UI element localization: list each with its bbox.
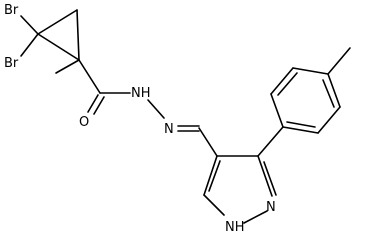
atom-amide-nh: NH [131, 86, 151, 101]
ch-ring-bond [198, 127, 218, 157]
atom-imine-n: N [164, 122, 174, 137]
br-upper-bond [20, 15, 39, 35]
nh-n-bond [147, 99, 165, 119]
pyrazole-ring [203, 155, 277, 224]
atom-br-upper: Br [4, 3, 19, 18]
atom-br-lower: Br [4, 56, 19, 71]
carbonyl-double-bond [87, 94, 105, 115]
atom-ring-nh: NH [225, 220, 245, 235]
atom-carbonyl-o: O [79, 115, 89, 130]
tolyl-ring [270, 67, 341, 134]
cyclopropane-ring [37, 9, 80, 61]
c-carbonyl-bond [78, 59, 101, 94]
para-methyl-bond [327, 47, 351, 75]
atom-ring-n: N [266, 200, 276, 215]
imine-double-bond [177, 125, 200, 132]
br-lower-bond [20, 33, 39, 57]
ring-aryl-bond [257, 126, 284, 157]
methyl-bond [55, 59, 80, 74]
